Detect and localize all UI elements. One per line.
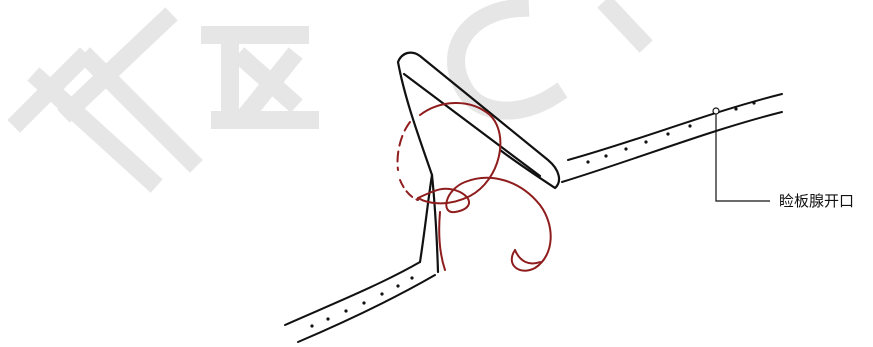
watermark <box>20 8 640 180</box>
callout-label: 睑板腺开口 <box>779 192 854 210</box>
callout-leader <box>716 114 770 201</box>
lower-gland-openings <box>310 276 413 327</box>
upper-lid-margin <box>562 94 782 182</box>
gland-opening-marker <box>713 108 719 114</box>
suture-thread <box>398 103 551 271</box>
lid-flap <box>398 53 559 272</box>
upper-gland-openings <box>586 101 755 163</box>
lower-lid-margin <box>285 262 435 342</box>
